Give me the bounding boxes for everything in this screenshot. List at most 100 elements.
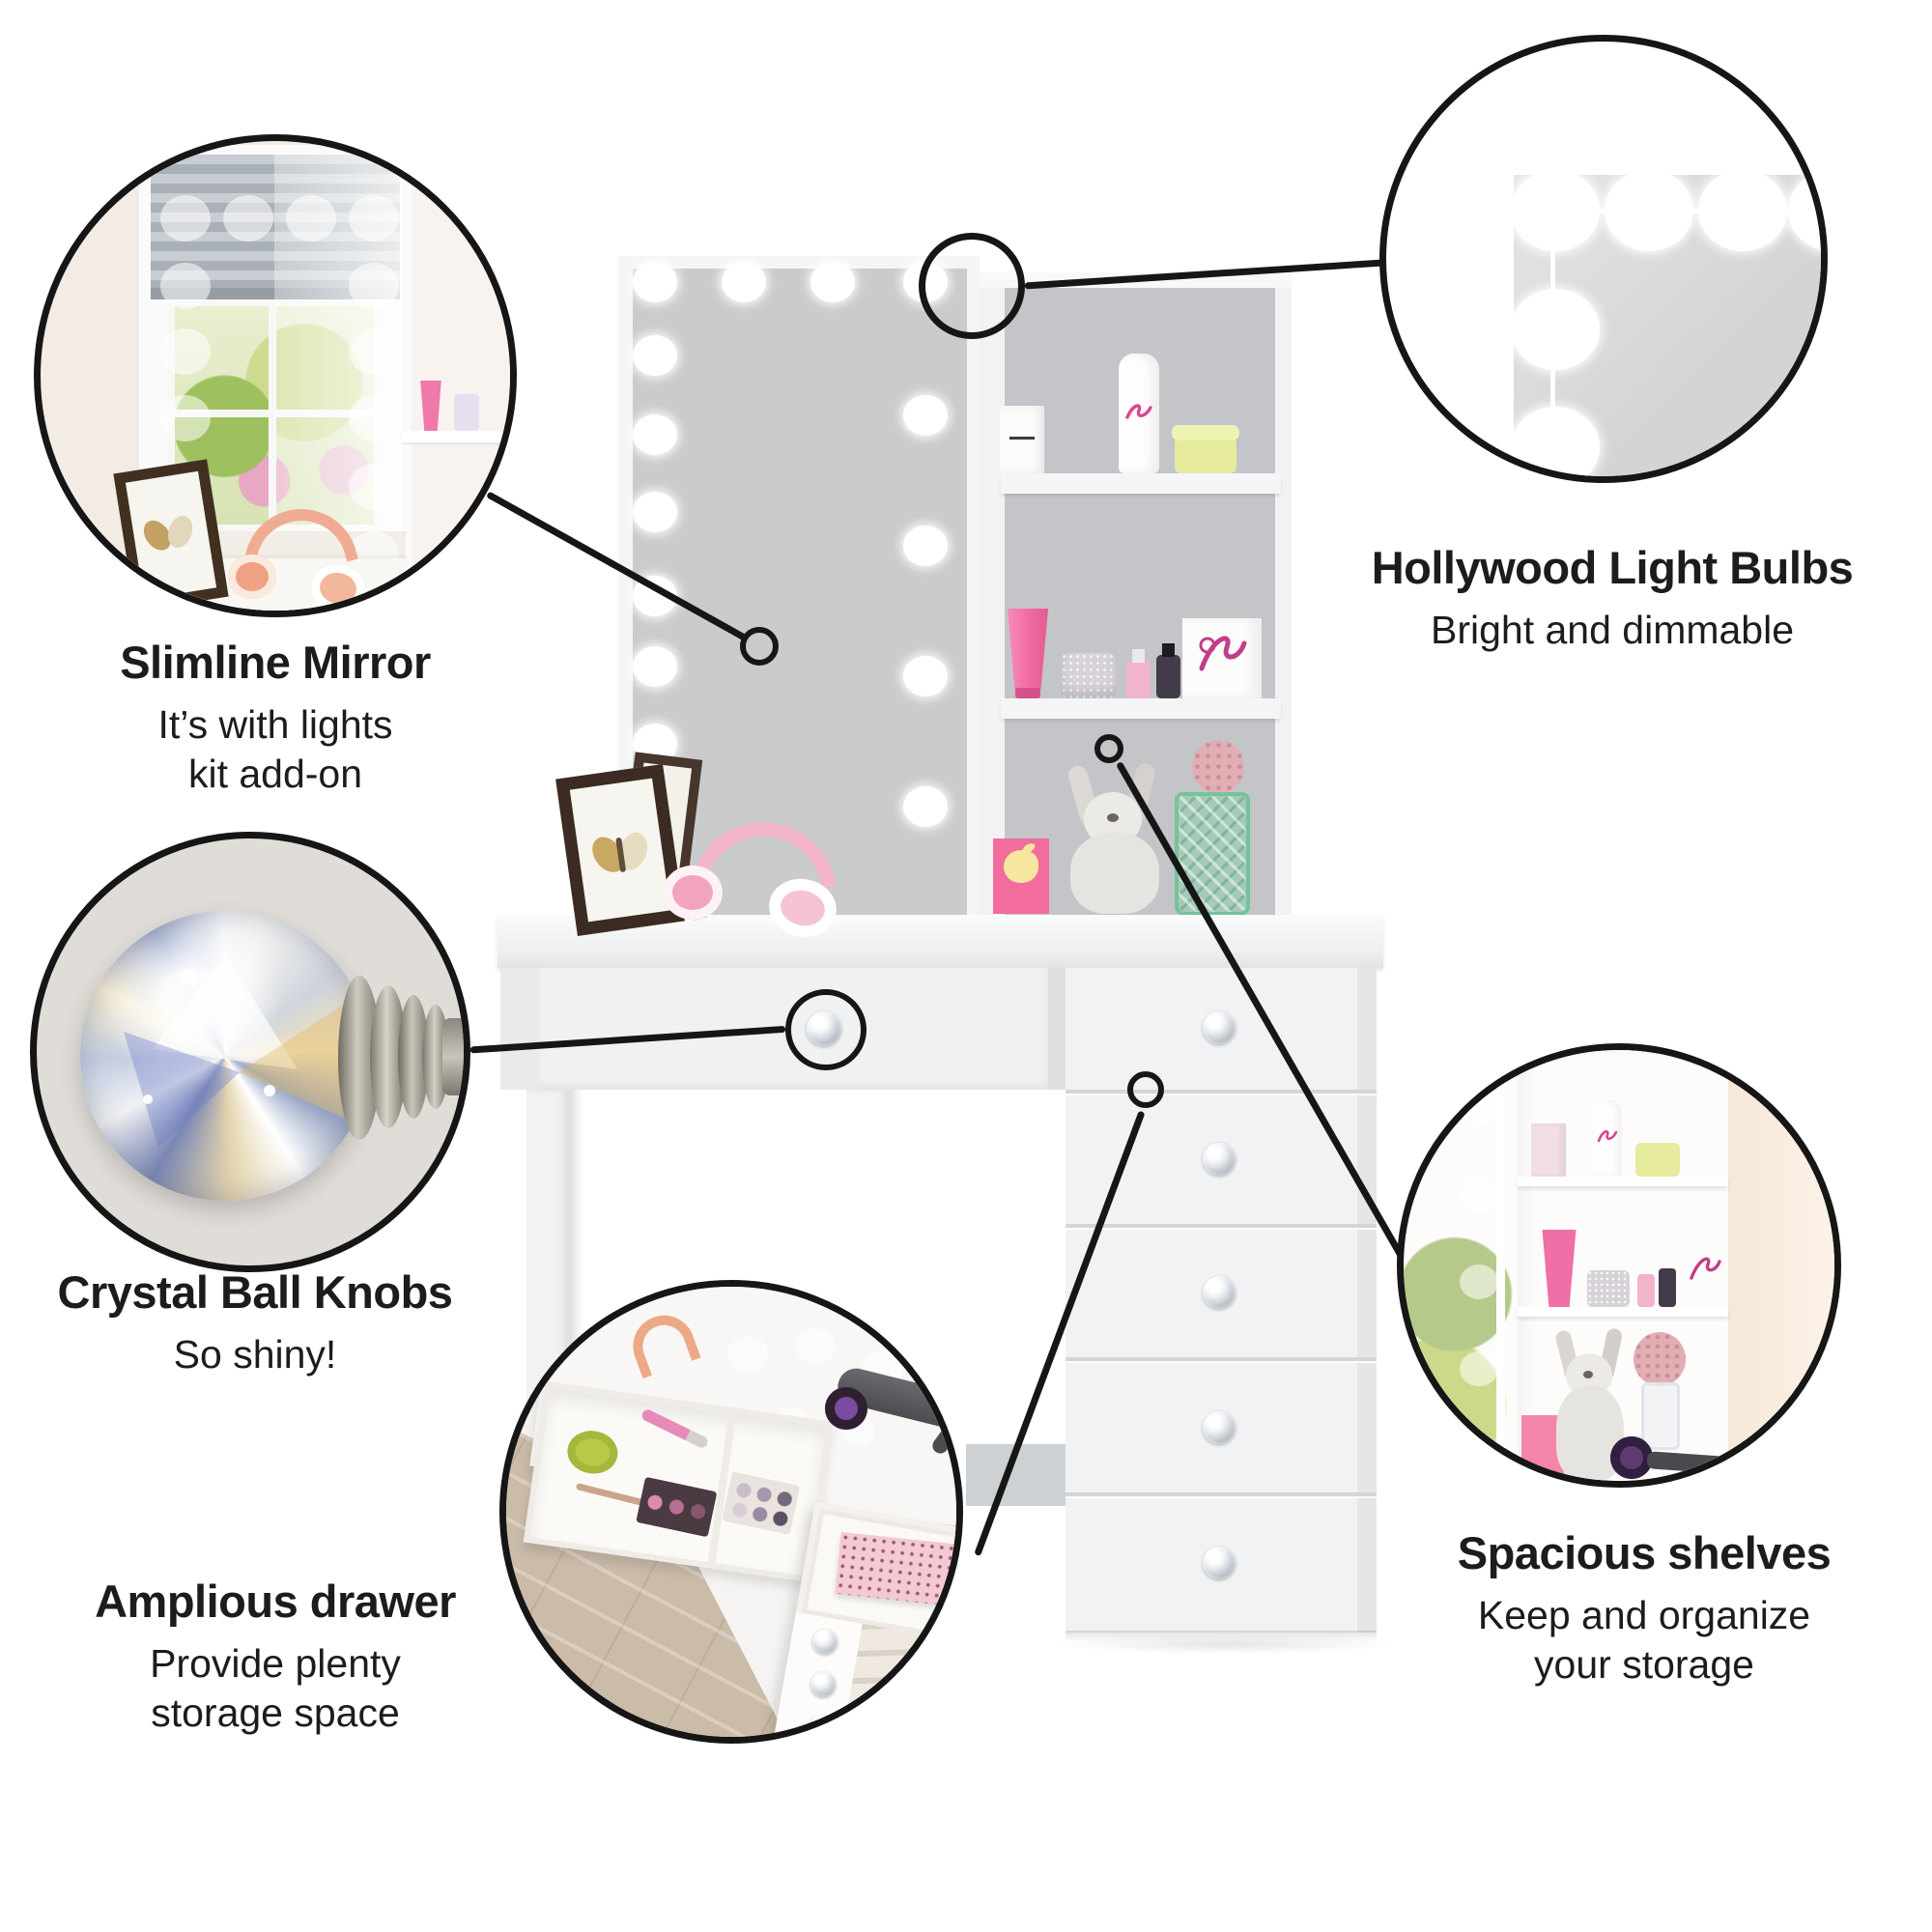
- target-ring-knob: [785, 989, 867, 1070]
- hutch-side-right: [1275, 272, 1292, 918]
- pink-apple-box: [993, 838, 1049, 914]
- caption-amplious-drawer: Amplious drawer Provide plenty storage s…: [5, 1575, 546, 1738]
- drawer-separator: [1065, 1224, 1377, 1228]
- pink-ribbon-icon: [1597, 1130, 1618, 1143]
- floor-shadow: [1053, 1634, 1401, 1654]
- light-bulb-icon: [160, 328, 211, 375]
- photo-pale-pink-box: [1531, 1123, 1566, 1177]
- photo-warm-wall: [1728, 1050, 1834, 1481]
- light-bulb-icon: [1511, 407, 1600, 476]
- drawer-crystal-knob: [1203, 1276, 1236, 1309]
- hair-dryer-ring: [825, 1387, 867, 1430]
- caption-line: It’s with lights: [157, 702, 393, 747]
- polish-bottle-pink-cap: [1132, 649, 1145, 663]
- butterfly-picture-frame: [555, 764, 685, 936]
- caption-line: storage space: [151, 1690, 400, 1735]
- column-bottom-shadow: [1065, 1631, 1377, 1642]
- drawer-separator: [1065, 1090, 1377, 1094]
- eyeshadow-palette-dark: [636, 1476, 718, 1538]
- knob-base-shaft: [442, 1018, 464, 1095]
- photo-ribbon-box: [1682, 1243, 1726, 1307]
- sparkle: [143, 1094, 153, 1104]
- caption-line: your storage: [1534, 1642, 1754, 1687]
- shelf-board-lower: [1001, 698, 1281, 719]
- photo-hand-mirror: [1634, 1332, 1686, 1386]
- hutch-side-left: [980, 272, 1005, 918]
- caption-hollywood-light-bulbs: Hollywood Light Bulbs Bright and dimmabl…: [1342, 541, 1883, 655]
- photo-mirror-lights: [1404, 1050, 1834, 1481]
- pink-cosmetic-tube: [1007, 609, 1049, 690]
- drawer-crystal-knob: [1203, 1411, 1236, 1444]
- callout-photo-open-drawer: [499, 1280, 963, 1744]
- target-ring-shelf: [1094, 734, 1123, 763]
- drawer-crystal-knob: [1203, 1143, 1236, 1176]
- light-bulb-icon: [223, 195, 273, 242]
- photo-headphones-cup: [228, 554, 276, 599]
- eyeshadow-palette-light: [722, 1471, 801, 1536]
- caption-title: Hollywood Light Bulbs: [1371, 542, 1854, 593]
- light-bulb-icon: [160, 395, 211, 441]
- light-bulb-icon: [160, 263, 211, 309]
- pink-lipstick: [639, 1407, 710, 1450]
- drawer-divider-gap: [1048, 968, 1065, 1090]
- plush-bunny-body: [1070, 833, 1159, 914]
- caption-spacious-shelves: Spacious shelves Keep and organize your …: [1374, 1526, 1915, 1690]
- light-bulb-icon: [286, 195, 336, 242]
- ribbon-gift-box: [1182, 618, 1262, 698]
- pink-dotted-box: [835, 1532, 956, 1606]
- pink-ribbon-swirl-icon: [1199, 636, 1247, 671]
- apple-graphic: [1004, 850, 1038, 883]
- caption-line: Keep and organize: [1477, 1593, 1811, 1637]
- light-bulb-icon: [1460, 1438, 1498, 1473]
- plush-bunny-nose: [1107, 813, 1119, 822]
- drawer-crystal-knob: [1203, 1011, 1236, 1044]
- photo-yellow-jar: [1635, 1143, 1680, 1177]
- callout-photo-hollywood-bulbs: [1379, 35, 1828, 483]
- light-bulb-icon: [795, 1328, 836, 1365]
- caption-crystal-ball-knobs: Crystal Ball Knobs So shiny!: [0, 1265, 526, 1379]
- light-bulb-icon: [1511, 289, 1600, 370]
- left-side-panel: [500, 968, 538, 1090]
- photo-plush: [466, 576, 510, 611]
- light-bulb-icon: [349, 195, 399, 242]
- light-bulb-icon: [349, 328, 399, 375]
- photo-shelf-board: [1518, 1177, 1728, 1186]
- light-bulb-icon: [1698, 170, 1787, 251]
- caption-line: Provide plenty: [150, 1641, 401, 1686]
- light-bulb-icon: [160, 195, 211, 242]
- cream-jar: [1175, 437, 1236, 473]
- silver-clutch: [1061, 653, 1117, 698]
- photo-white-tube: [1593, 1100, 1622, 1177]
- callout-photo-crystal-knob: [30, 832, 470, 1272]
- perfume-box-label: [1009, 437, 1035, 440]
- callout-photo-shelves: [1397, 1043, 1841, 1488]
- photo-polish-pink: [1637, 1274, 1655, 1307]
- light-bulb-icon: [1511, 170, 1600, 251]
- target-ring-drawer: [1127, 1071, 1164, 1108]
- photo-wall: [396, 141, 510, 611]
- photo-bunny-nose: [1583, 1371, 1593, 1378]
- polish-bottle-dark-cap: [1162, 643, 1175, 657]
- light-bulb-icon: [1460, 1178, 1498, 1212]
- photo-shelf-board: [402, 566, 510, 578]
- caption-title: Slimline Mirror: [120, 637, 431, 688]
- photo-polish-dark: [1659, 1268, 1676, 1307]
- photo-pink-tube: [420, 381, 441, 431]
- photo-silver-clutch: [1587, 1270, 1630, 1307]
- caption-title: Spacious shelves: [1457, 1527, 1832, 1578]
- light-bulb-icon: [1460, 1264, 1498, 1299]
- perfume-box: [1000, 406, 1044, 473]
- light-bulb-icon: [1460, 1351, 1498, 1386]
- caption-line: kit add-on: [187, 752, 363, 796]
- caption-title: Amplious drawer: [95, 1576, 456, 1627]
- shelf-board-upper: [1001, 473, 1281, 494]
- photo-window-frame-line: [1496, 1050, 1505, 1481]
- light-bulb-icon: [1605, 170, 1693, 251]
- photo-shelf-board: [1518, 1307, 1728, 1317]
- hand-mirror-head: [1192, 740, 1244, 794]
- drawer-separator: [1065, 1492, 1377, 1496]
- photo-mirror-stand: [1641, 1382, 1680, 1450]
- caption-slimline-mirror: Slimline Mirror It’s with lights kit add…: [5, 636, 546, 799]
